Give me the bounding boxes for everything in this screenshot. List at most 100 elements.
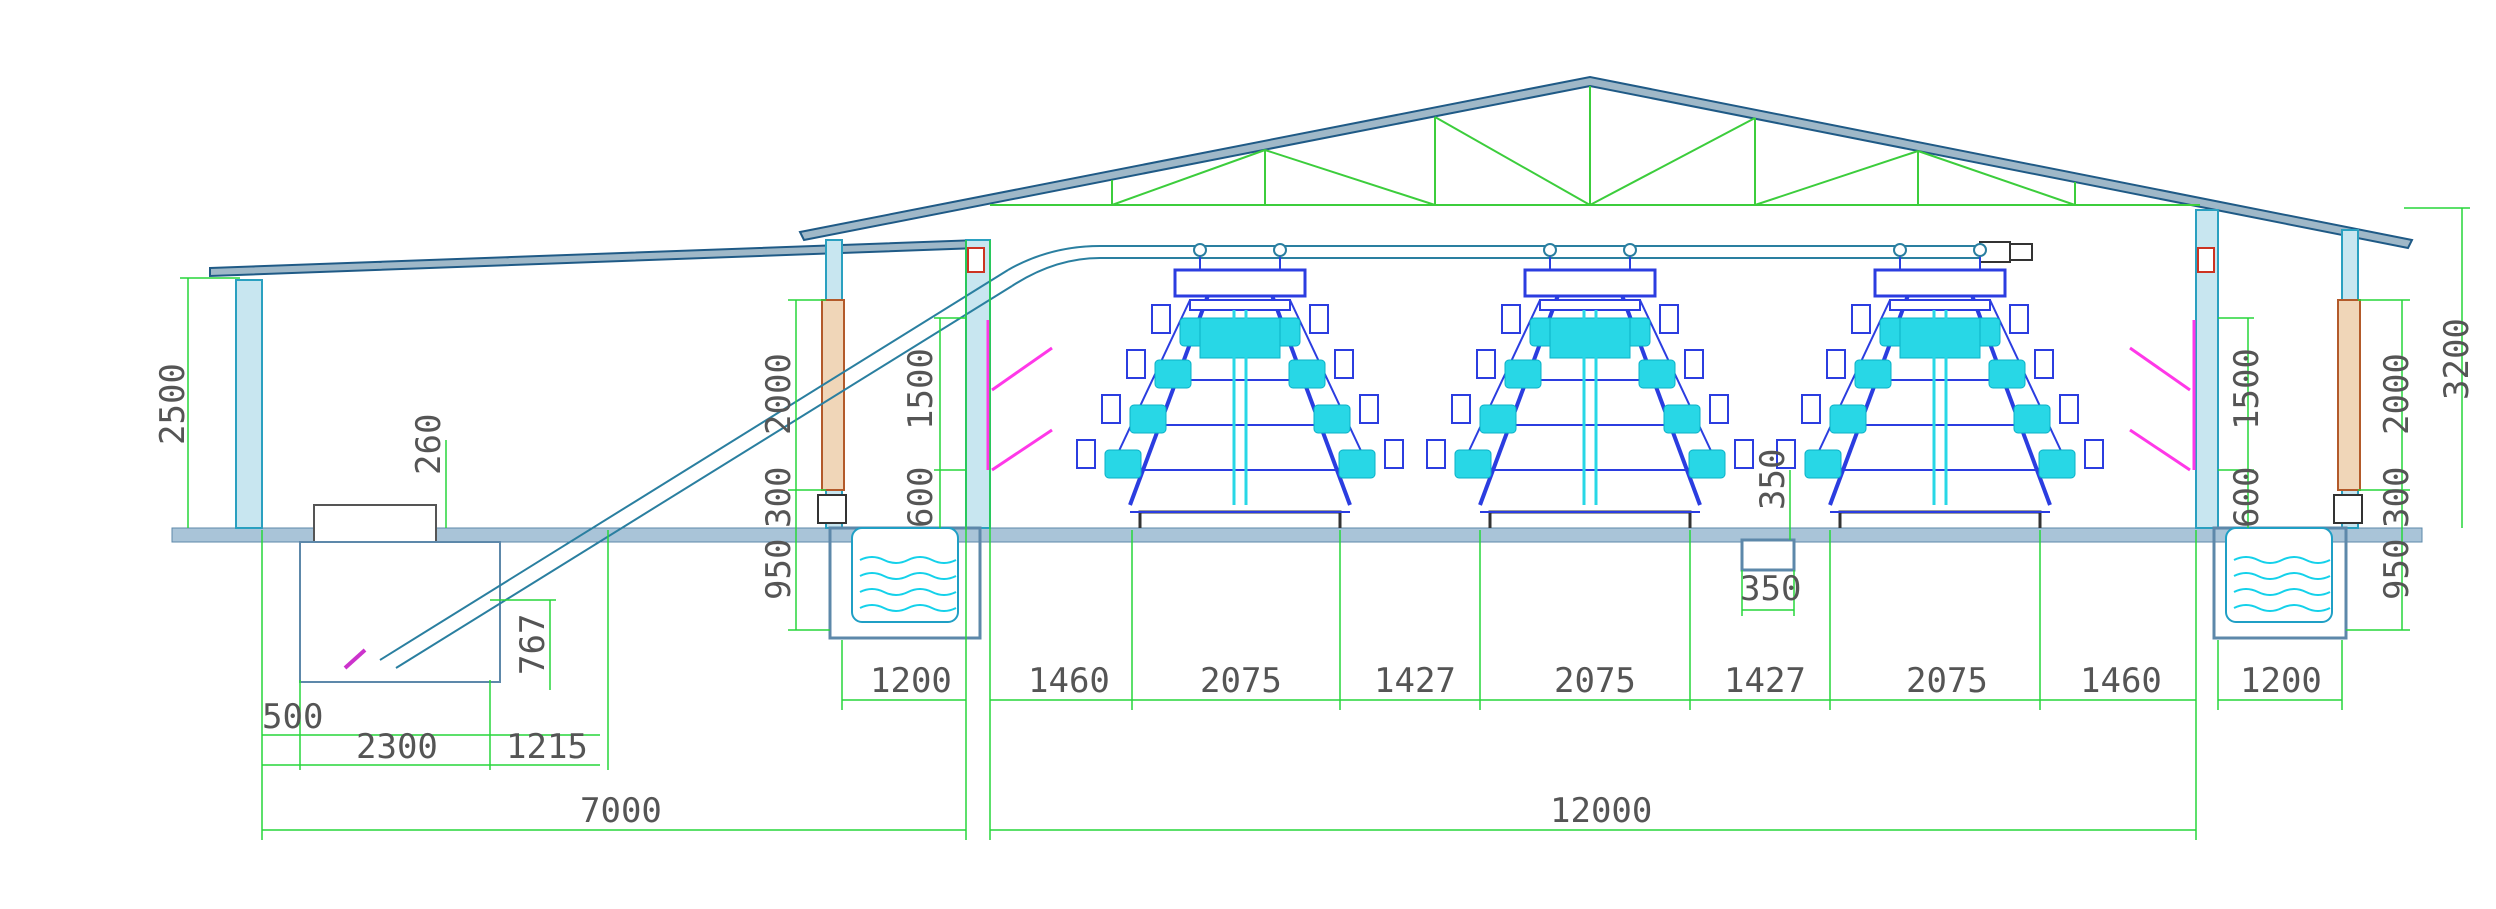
dim-350-pit-width: 350 [1740, 569, 1801, 609]
left-nest-bars [986, 320, 1053, 472]
feed-trough-right [1684, 349, 1704, 379]
dim-950-right: 950 [2377, 539, 2417, 600]
dim-1200-right: 1200 [2240, 661, 2322, 701]
feed-trough-left [1451, 394, 1471, 424]
cage-top-trough [1539, 299, 1641, 311]
cage-unit-3 [1776, 243, 2104, 528]
cage-box-right [1288, 359, 1326, 389]
feed-hopper [299, 504, 501, 683]
cage-box-left [1104, 449, 1142, 479]
cage-frame-right-outer [1289, 299, 1371, 471]
cage-box-right [2013, 404, 2051, 434]
feed-trough-right [1309, 304, 1329, 334]
cage-center-upper [1549, 317, 1631, 359]
cage-top-feeder [1173, 268, 1307, 298]
cage-top-trough [1189, 299, 1291, 311]
cage-base [1838, 510, 2042, 528]
manure-pit [1740, 538, 1796, 572]
feed-trough-right [2009, 304, 2029, 334]
cage-box-left [1129, 404, 1167, 434]
right-water-tank [2212, 526, 2348, 640]
dim-500: 500 [262, 697, 323, 737]
main-roof [798, 75, 2414, 250]
annex-column [235, 279, 263, 529]
dimension-lines [180, 207, 2470, 840]
feed-trough-right [1334, 349, 1354, 379]
dim-2000-left: 2000 [759, 353, 799, 435]
ground-line [171, 527, 2423, 543]
dim-1460-right: 1460 [2080, 661, 2162, 701]
cage-box-left [1154, 359, 1192, 389]
dim-600-right: 600 [2227, 467, 2267, 528]
cage-frame-left-outer [1109, 299, 1191, 471]
dimension-labels: 500 2300 1215 1200 1460 2075 1427 2075 1… [153, 318, 2477, 831]
cage-box-left [1854, 359, 1892, 389]
dim-950-left: 950 [759, 539, 799, 600]
dim-1200-left: 1200 [870, 661, 952, 701]
dim-2300: 2300 [356, 727, 438, 767]
dim-2500: 2500 [153, 363, 193, 445]
cage-box-right [1688, 449, 1726, 479]
dim-1460-left: 1460 [1028, 661, 1110, 701]
feed-trough-right [2034, 349, 2054, 379]
dim-300-left: 300 [759, 467, 799, 528]
feed-conveyor [379, 241, 2033, 669]
right-nest-bars [2129, 320, 2196, 472]
cage-box-left [1479, 404, 1517, 434]
cage-box-left [1829, 404, 1867, 434]
cage-box-right [1313, 404, 1351, 434]
cage-top-feeder [1873, 268, 2007, 298]
feed-trough-left [1501, 304, 1521, 334]
feed-trough-left [1826, 349, 1846, 379]
dim-7000: 7000 [580, 791, 662, 831]
dim-1500-right: 1500 [2227, 348, 2267, 430]
drinker-valve [1193, 243, 1207, 257]
feed-trough-left [1776, 439, 1796, 469]
dim-1427-b: 1427 [1724, 661, 1806, 701]
feed-trough-left [1126, 349, 1146, 379]
cage-box-right [1663, 404, 1701, 434]
cage-unit-2 [1426, 243, 1754, 528]
cage-box-left [1454, 449, 1492, 479]
feed-trough-left [1476, 349, 1496, 379]
feed-trough-left [1151, 304, 1171, 334]
dim-12000: 12000 [1550, 791, 1652, 831]
feed-trough-right [2084, 439, 2104, 469]
drinker-valve [1623, 243, 1637, 257]
cage-top-feeder [1523, 268, 1657, 298]
drinker-valve [1273, 243, 1287, 257]
feed-trough-right [1734, 439, 1754, 469]
cage-center-upper [1199, 317, 1281, 359]
dim-3200: 3200 [2437, 318, 2477, 400]
right-cooling-pad [2333, 299, 2363, 524]
cage-center-upper [1899, 317, 1981, 359]
dim-767: 767 [513, 614, 553, 675]
drinker-valve [1893, 243, 1907, 257]
feed-trough-right [2059, 394, 2079, 424]
cage-base [1138, 510, 1342, 528]
cage-box-right [1638, 359, 1676, 389]
annex-roof [209, 238, 979, 278]
dim-600-left: 600 [901, 467, 941, 528]
cage-top-trough [1889, 299, 1991, 311]
dim-1215: 1215 [506, 727, 588, 767]
feed-trough-right [1384, 439, 1404, 469]
dim-2000-right: 2000 [2377, 353, 2417, 435]
feed-trough-right [1659, 304, 1679, 334]
cage-box-right [2038, 449, 2076, 479]
cage-frame-left-outer [1459, 299, 1541, 471]
left-cooling-pad [817, 299, 847, 524]
dim-2075-c: 2075 [1906, 661, 1988, 701]
right-wall [2195, 209, 2359, 529]
roof-truss [990, 86, 2200, 206]
cage-base [1488, 510, 1692, 528]
dim-1500-left: 1500 [901, 348, 941, 430]
cage-box-right [1338, 449, 1376, 479]
cage-frame-right-outer [1639, 299, 1721, 471]
feed-trough-left [1426, 439, 1446, 469]
drinker-valve [1973, 243, 1987, 257]
dim-300-right: 300 [2377, 467, 2417, 528]
drinker-valve [1543, 243, 1557, 257]
feed-trough-right [1709, 394, 1729, 424]
